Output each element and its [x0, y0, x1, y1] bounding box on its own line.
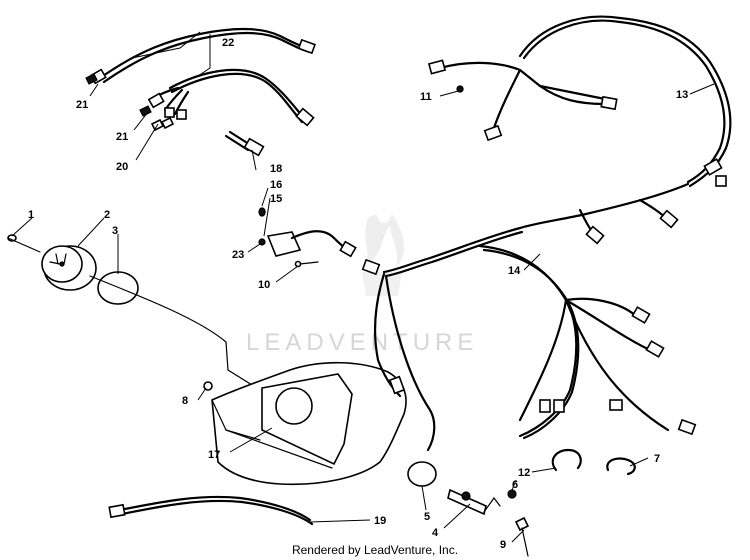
- callout-5: 5: [424, 511, 430, 523]
- part-3-gauge-ring: [97, 271, 139, 305]
- callout-2: 2: [104, 209, 110, 221]
- leader-lines: [11, 31, 715, 543]
- watermark-text: LEADVENTURE: [246, 329, 478, 356]
- part-18-socket: [224, 130, 265, 157]
- callout-16: 16: [270, 179, 282, 191]
- callout-15: 15: [270, 193, 282, 205]
- callout-14: 14: [508, 265, 521, 277]
- callout-23: 23: [232, 249, 244, 261]
- part-17-dash-panel: [211, 361, 407, 486]
- callout-19: 19: [374, 515, 386, 527]
- part-19-cable: [108, 495, 314, 526]
- part-9-shaft: [514, 516, 530, 557]
- callout-9: 9: [500, 539, 506, 551]
- callout-12: 12: [518, 467, 530, 479]
- callout-17: 17: [208, 449, 220, 461]
- callout-22: 22: [222, 37, 234, 49]
- part-15-bracket: [266, 230, 357, 258]
- part-10-screw: [294, 260, 319, 268]
- part-2-gauge: [7, 237, 97, 291]
- callout-10: 10: [258, 279, 270, 291]
- callout-8: 8: [182, 395, 188, 407]
- part-16-bulb: [258, 207, 266, 217]
- callout-18: 18: [270, 163, 282, 175]
- callout-7: 7: [654, 453, 660, 465]
- callout-21-upper: 21: [76, 99, 88, 111]
- harness-22: [89, 27, 316, 127]
- part-4-switch: [447, 488, 501, 516]
- flame-logo-watermark: [362, 214, 405, 296]
- part-21-terminal-upper: [85, 73, 98, 85]
- part-23-nut: [258, 238, 266, 246]
- callout-6: 6: [512, 479, 518, 491]
- callout-21-lower: 21: [116, 131, 128, 143]
- part-21-terminal-lower: [139, 105, 152, 117]
- callout-4: 4: [432, 527, 439, 539]
- part-12-clip: [551, 448, 582, 472]
- callout-13: 13: [676, 89, 688, 101]
- callout-11: 11: [420, 91, 432, 103]
- harness-13: [427, 15, 732, 245]
- part-5-grommet: [407, 461, 437, 487]
- harness-14: [361, 226, 697, 452]
- callout-1: 1: [28, 209, 34, 221]
- callout-3: 3: [112, 225, 118, 237]
- part-6-nut: [507, 489, 517, 499]
- callout-20: 20: [116, 161, 128, 173]
- footer-credit: Rendered by LeadVenture, Inc.: [291, 543, 459, 557]
- part-7-ring: [606, 457, 636, 476]
